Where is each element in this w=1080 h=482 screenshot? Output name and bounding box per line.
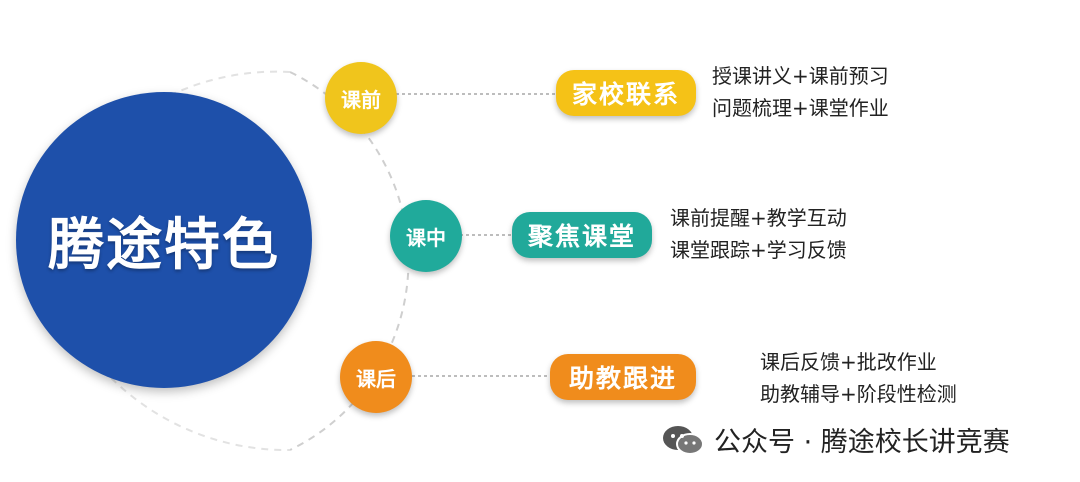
main-title: 腾途特色	[48, 212, 280, 278]
node-label: 课后	[356, 366, 396, 391]
wechat-icon	[663, 425, 704, 455]
node-in-class: 课中	[390, 200, 462, 272]
desc-line: 课堂跟踪+学习反馈	[670, 238, 847, 262]
desc-line: 助教辅导+阶段性检测	[760, 382, 957, 406]
desc-line: 课后反馈+批改作业	[760, 350, 937, 374]
main-circle: 腾途特色	[16, 92, 312, 388]
pill-label: 聚焦课堂	[527, 222, 636, 251]
pill-label: 家校联系	[571, 80, 680, 109]
node-label: 课中	[406, 225, 446, 250]
pill-focus-class: 聚焦课堂	[512, 212, 652, 258]
node-after-class: 课后	[340, 341, 412, 413]
pill-tutor-follow: 助教跟进	[550, 354, 696, 400]
desc-line: 问题梳理+课堂作业	[712, 96, 889, 120]
desc-in-class: 课前提醒+教学互动 课堂跟踪+学习反馈	[670, 202, 847, 266]
pill-label: 助教跟进	[568, 364, 677, 393]
node-before-class: 课前	[325, 62, 397, 134]
watermark-text: 公众号 · 腾途校长讲竞赛	[714, 427, 1010, 458]
pill-home-school: 家校联系	[556, 70, 696, 116]
desc-line: 课前提醒+教学互动	[670, 206, 847, 230]
desc-line: 授课讲义+课前预习	[712, 64, 889, 88]
watermark: 公众号 · 腾途校长讲竞赛	[660, 420, 1010, 459]
desc-before-class: 授课讲义+课前预习 问题梳理+课堂作业	[712, 60, 889, 124]
desc-after-class: 课后反馈+批改作业 助教辅导+阶段性检测	[760, 346, 957, 410]
node-label: 课前	[341, 87, 381, 112]
